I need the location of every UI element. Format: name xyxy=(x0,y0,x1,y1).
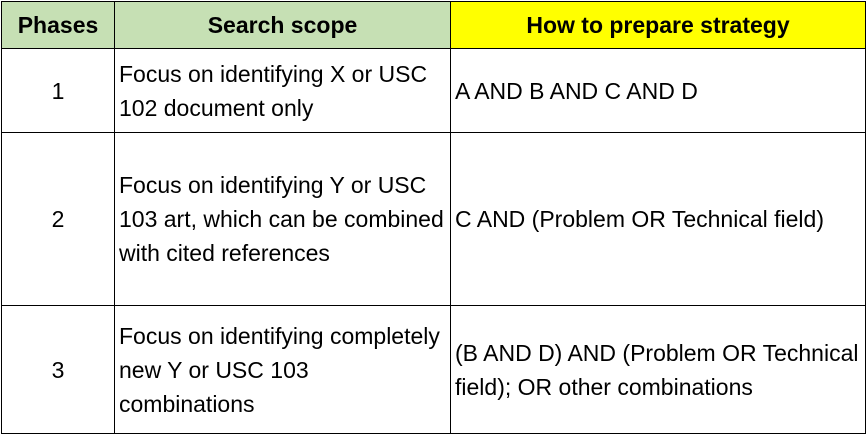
strategy-cell: (B AND D) AND (Problem OR Technical fiel… xyxy=(450,305,866,434)
header-strategy: How to prepare strategy xyxy=(450,1,866,49)
strategy-cell: A AND B AND C AND D xyxy=(450,48,866,133)
search-scope-cell: Focus on identifying completely new Y or… xyxy=(114,305,451,434)
phase-number: 2 xyxy=(1,132,115,306)
table-row: 1 Focus on identifying X or USC 102 docu… xyxy=(1,48,866,133)
search-scope-cell: Focus on identifying Y or USC 103 art, w… xyxy=(114,132,451,306)
strategy-cell: C AND (Problem OR Technical field) xyxy=(450,132,866,306)
header-search-scope: Search scope xyxy=(114,1,451,49)
header-phases: Phases xyxy=(1,1,115,49)
search-scope-cell: Focus on identifying X or USC 102 docume… xyxy=(114,48,451,133)
phase-number: 1 xyxy=(1,48,115,133)
table-row: 3 Focus on identifying completely new Y … xyxy=(1,305,866,434)
phase-number: 3 xyxy=(1,305,115,434)
header-row: Phases Search scope How to prepare strat… xyxy=(1,1,866,49)
table-row: 2 Focus on identifying Y or USC 103 art,… xyxy=(1,132,866,306)
